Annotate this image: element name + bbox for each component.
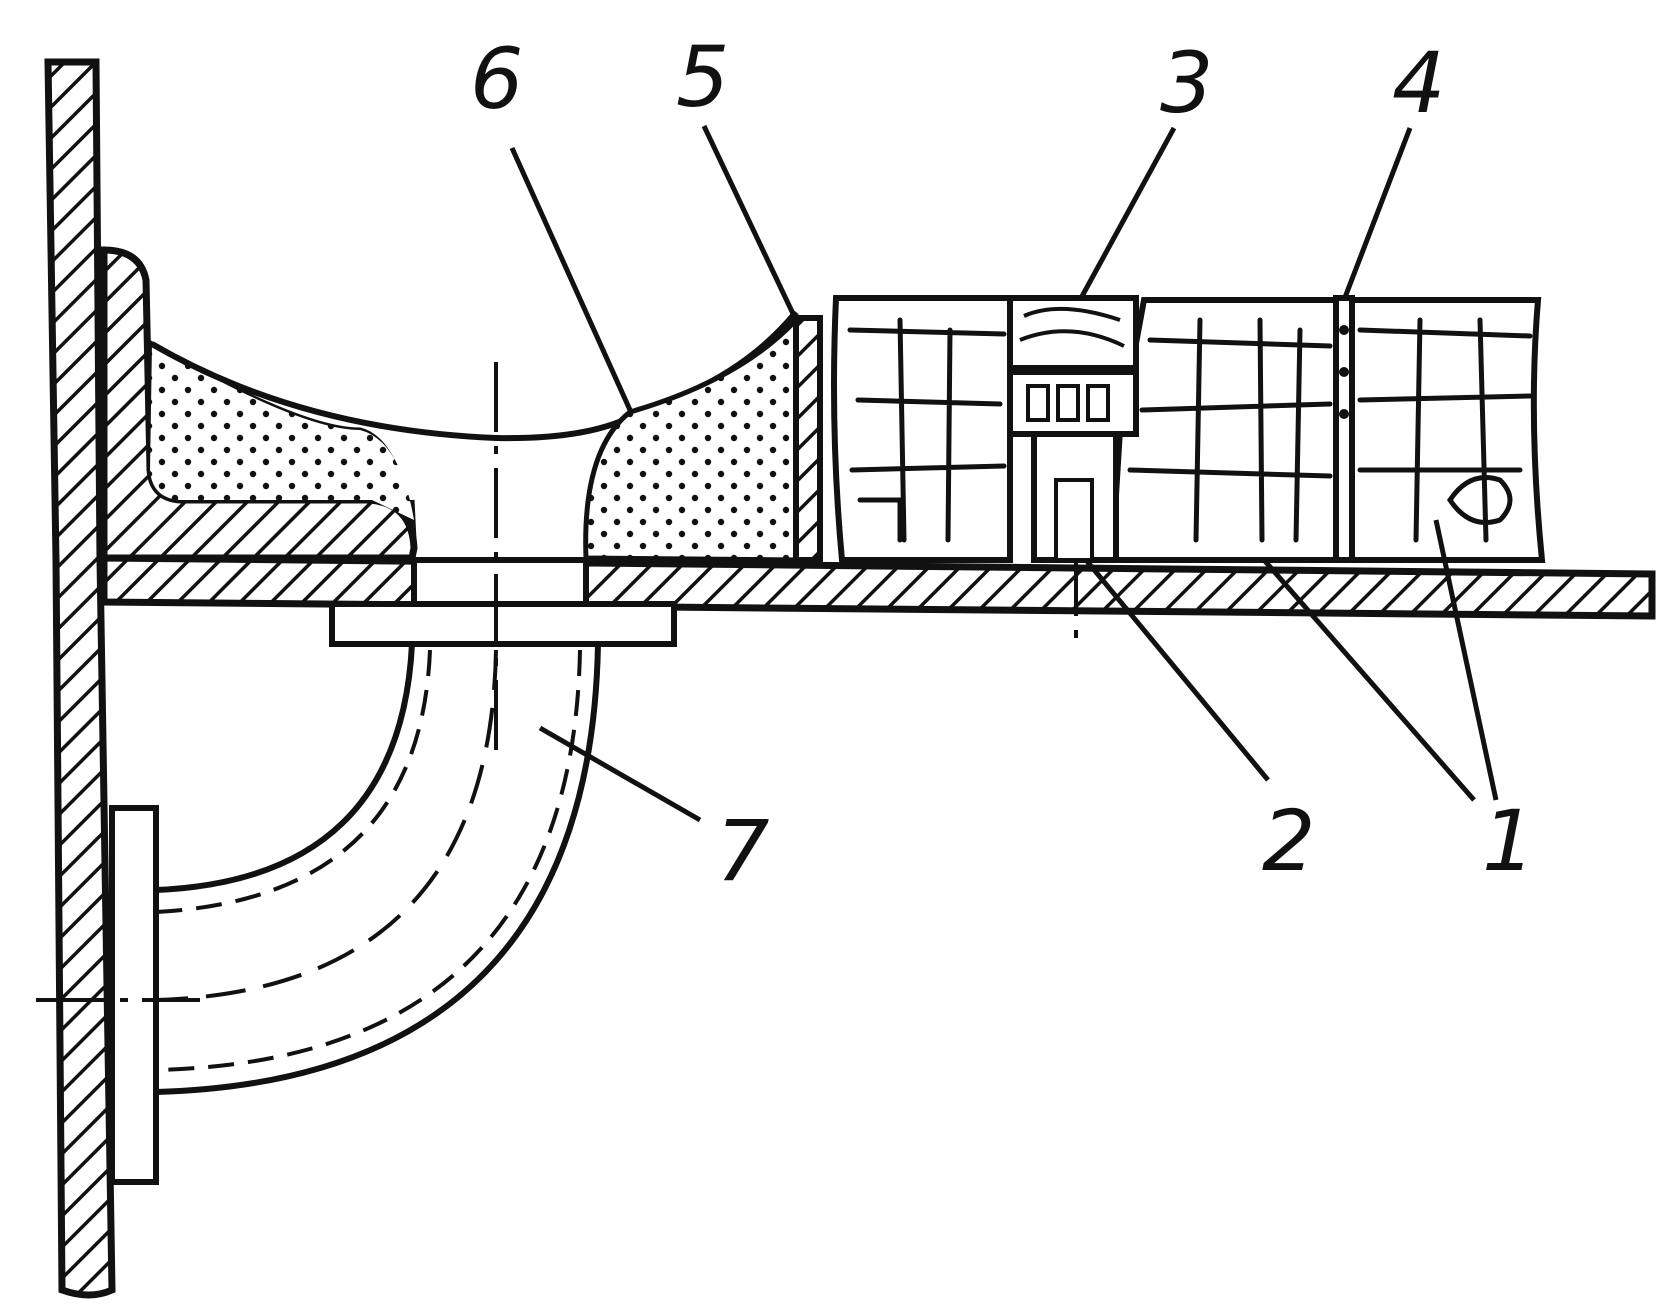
leader-lines	[509, 124, 1499, 823]
insulation-blocks	[831, 295, 1546, 563]
callout-5: 5	[676, 28, 729, 126]
leader-7	[538, 725, 702, 823]
bent-pipe	[155, 643, 601, 1095]
callout-2: 2	[1262, 792, 1315, 890]
callout-4: 4	[1392, 34, 1445, 132]
insulation-texture	[847, 317, 1533, 543]
leader-2	[1084, 558, 1270, 782]
callout-3: 3	[1160, 34, 1213, 132]
leader-6	[509, 146, 633, 412]
leader-1a	[1262, 558, 1476, 802]
leader-3	[1077, 126, 1177, 302]
leader-1b	[1433, 519, 1499, 801]
sealant-fill-right	[583, 313, 803, 563]
seal-strip	[793, 315, 823, 563]
callout-7: 7	[716, 802, 769, 900]
pipe-flange	[329, 601, 677, 647]
callout-6: 6	[470, 30, 523, 128]
vertical-wall	[44, 58, 116, 1299]
joint-strip	[1333, 295, 1355, 563]
fastener-assembly	[1007, 295, 1139, 563]
leader-4	[1341, 127, 1413, 301]
wall-flange-plate	[109, 805, 159, 1185]
callout-1: 1	[1482, 792, 1535, 890]
leader-5	[701, 124, 799, 322]
